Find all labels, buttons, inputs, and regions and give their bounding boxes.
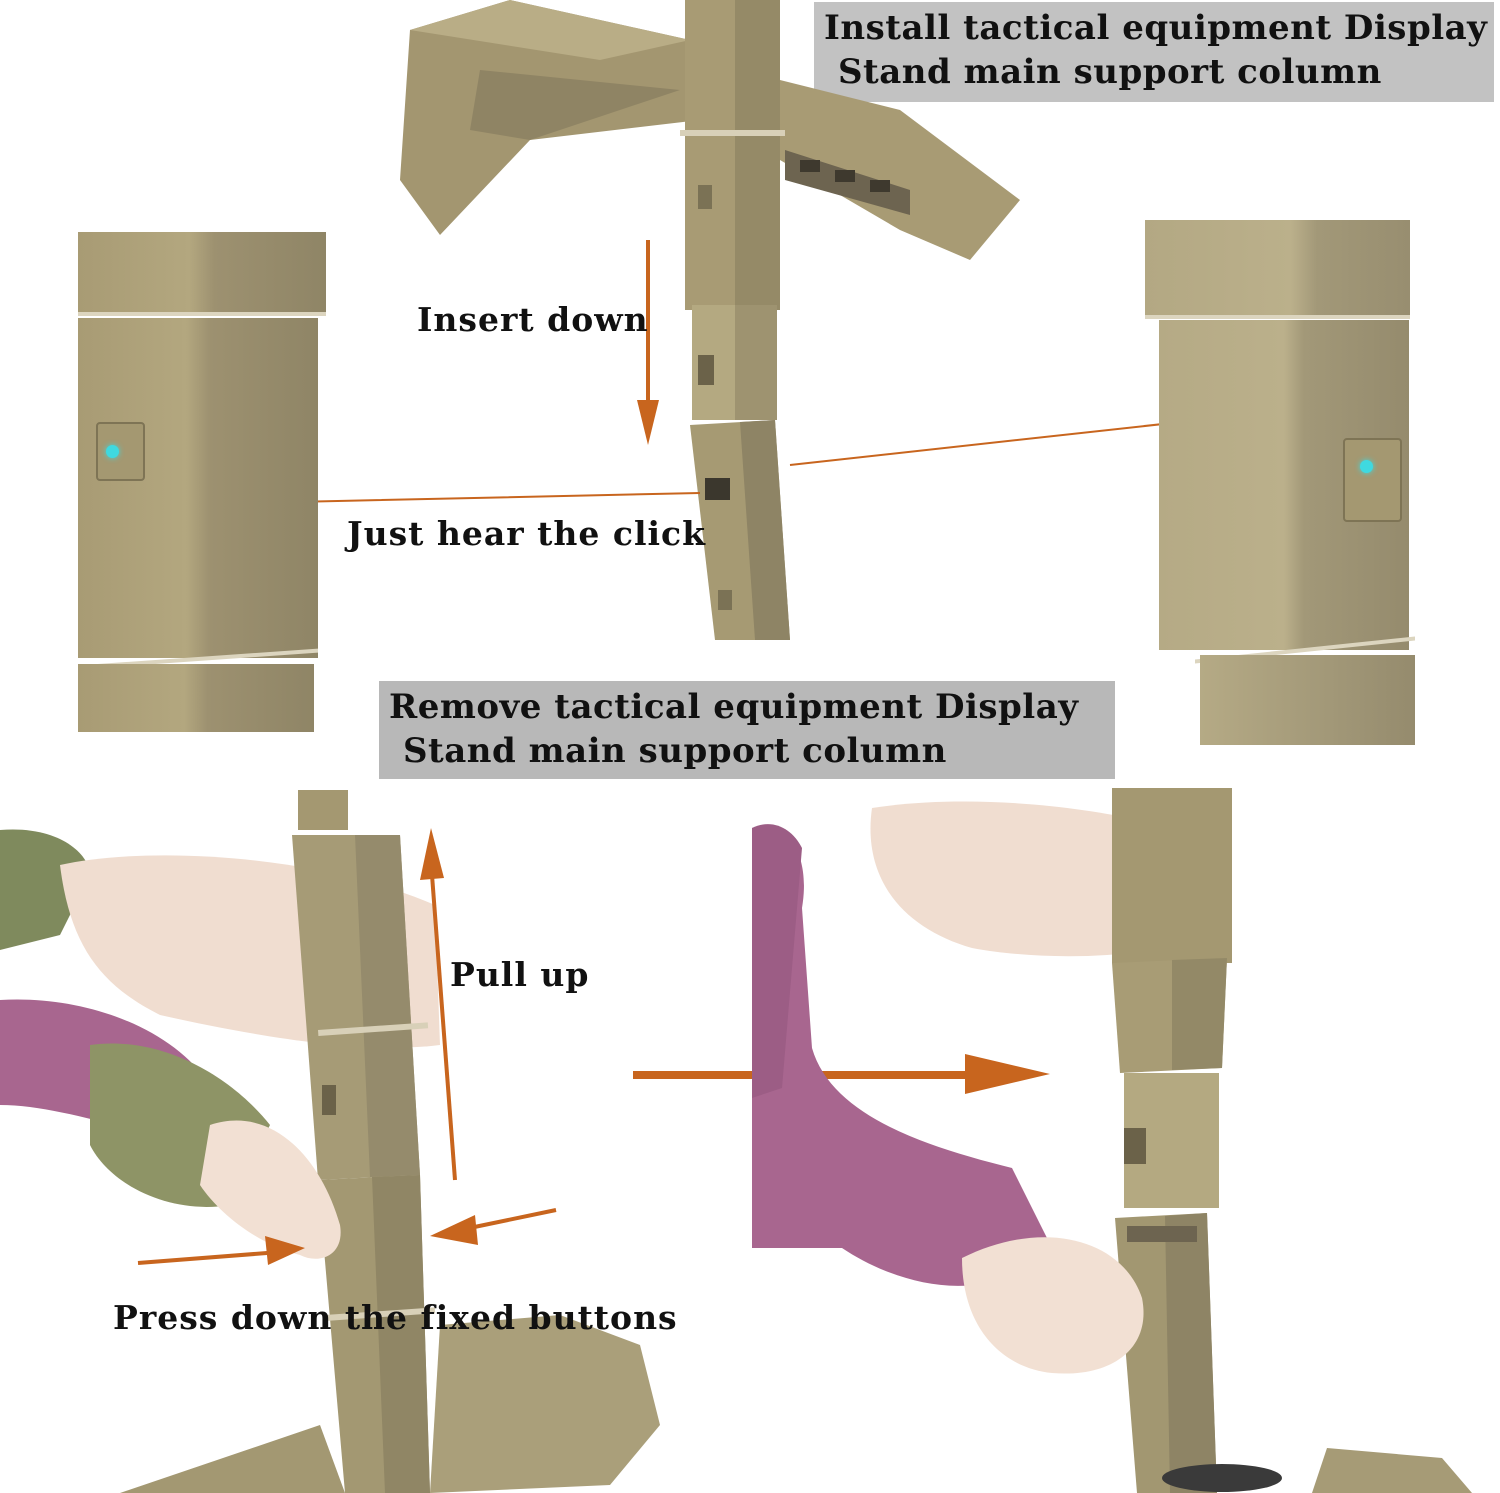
indicator-dot-icon [1360, 460, 1373, 473]
install-caption-line2: Stand main support column [838, 52, 1382, 92]
left-column-closeup [78, 232, 328, 732]
lock-button [1343, 438, 1402, 522]
insert-down-label: Insert down [417, 300, 649, 339]
remove-right-illustration [752, 788, 1472, 1493]
indicator-dot-icon [106, 445, 119, 458]
just-hear-click-label: Just hear the click [347, 514, 707, 553]
install-top-photo [380, 0, 1030, 640]
arrow-down-icon [637, 400, 659, 445]
press-buttons-label: Press down the fixed buttons [113, 1298, 678, 1337]
arrow-left-icon [430, 1215, 478, 1245]
install-caption-line1: Install tactical equipment Display [824, 8, 1488, 48]
arrow-up-icon [420, 828, 444, 878]
lock-button [96, 422, 145, 481]
display-stand-top-illustration [400, 0, 1020, 640]
install-caption: Install tactical equipment Display Stand… [814, 2, 1494, 102]
remove-left-illustration [0, 790, 660, 1493]
remove-left-photo [0, 785, 660, 1493]
remove-caption-line2: Stand main support column [403, 731, 947, 771]
remove-right-photo [752, 788, 1500, 1493]
remove-caption: Remove tactical equipment Display Stand … [379, 681, 1115, 779]
right-column-closeup [1145, 220, 1415, 745]
remove-caption-line1: Remove tactical equipment Display [389, 687, 1079, 727]
pull-up-label: Pull up [450, 955, 590, 994]
